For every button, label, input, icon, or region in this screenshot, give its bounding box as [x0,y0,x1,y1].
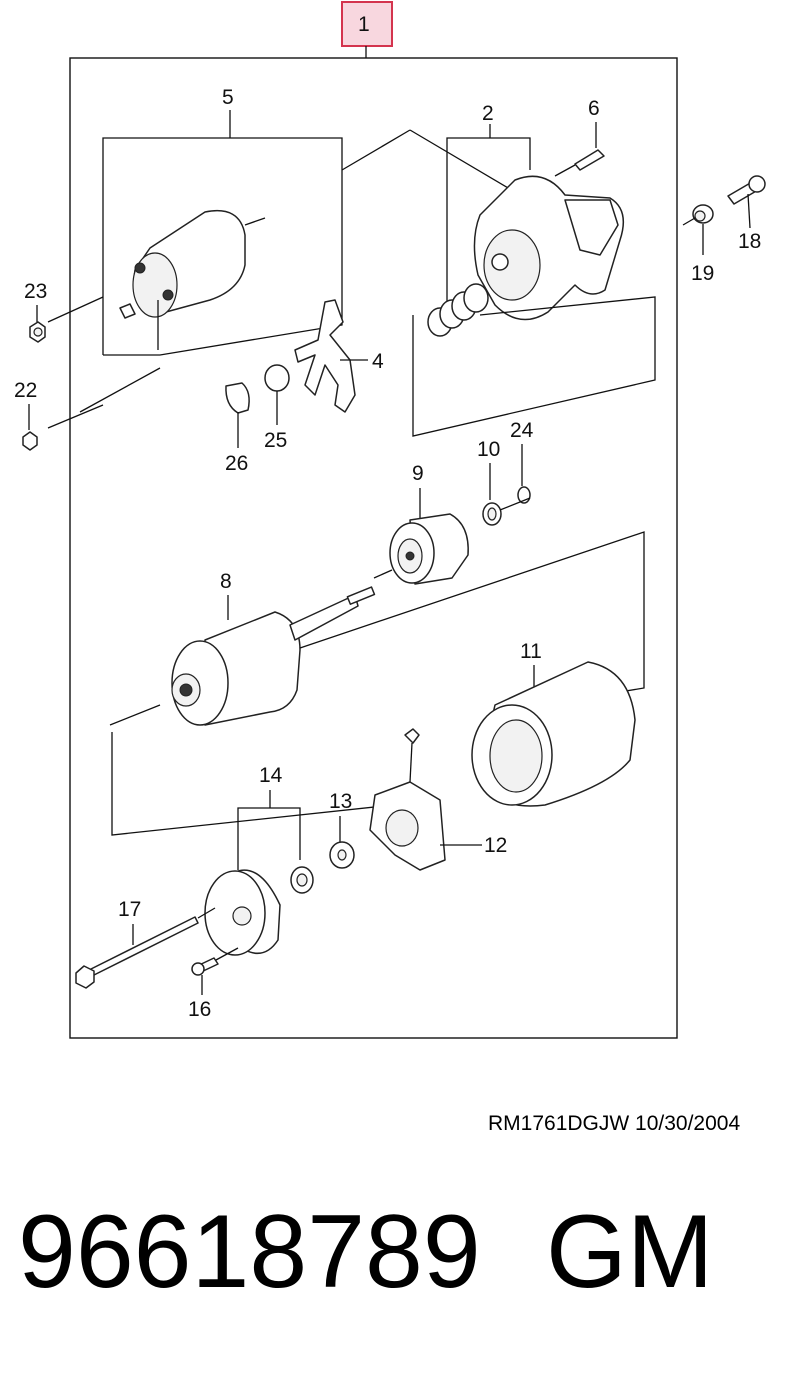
armature-8: 8 [109,570,376,726]
through-bolt-17: 17 [75,898,216,989]
screw-16: 16 [188,947,239,1021]
brush-holder-12: 12 [369,728,507,871]
callout-25: 25 [264,429,287,452]
callout-1-highlight-box[interactable] [341,1,393,47]
callout-17: 17 [118,898,141,921]
part-number: 96618789 [18,1194,481,1310]
callout-2: 2 [482,102,494,125]
callout-23: 23 [24,280,47,303]
solenoid-group: 5 [102,86,343,356]
callout-11: 11 [520,640,542,663]
nut-23: 23 [24,280,47,343]
end-frame-group-14: 14 [204,764,314,956]
drive-housing-group: 2 [446,102,625,321]
callout-12: 12 [484,834,507,857]
callout-9: 9 [412,462,424,485]
callout-14: 14 [259,764,283,787]
washer-25: 25 [264,364,290,452]
callout-24: 24 [510,419,534,442]
callout-10: 10 [477,438,500,461]
bolt-18: 18 [727,175,766,253]
exploded-parts-diagram: 1 5 2 [14,1,766,1039]
callout-26: 26 [225,452,248,475]
shift-lever-4: 4 [294,299,384,413]
yoke-11: 11 [471,640,636,807]
reference-code-and-date: RM1761DGJW 10/30/2004 [488,1112,741,1135]
brand-name: GM [546,1194,714,1310]
bolt-6: 6 [554,97,605,177]
washer-13: 13 [329,790,355,869]
collar-10: 10 [477,438,502,526]
callout-18: 18 [738,230,761,253]
callout-6: 6 [588,97,600,120]
callout-22: 22 [14,379,37,402]
callout-16: 16 [188,998,211,1021]
spring [427,283,489,337]
plate-26: 26 [225,382,250,475]
callout-1: 1 [358,13,370,36]
bushing-19: 19 [682,204,714,285]
callout-4: 4 [372,350,384,373]
snap-ring-24: 24 [510,419,534,504]
callout-8: 8 [220,570,232,593]
assembly-frame [69,57,678,1039]
nut-22: 22 [14,379,38,451]
callout-13: 13 [329,790,352,813]
callout-19: 19 [691,262,714,285]
pinion-clutch-9: 9 [389,462,469,585]
callout-5: 5 [222,86,234,109]
